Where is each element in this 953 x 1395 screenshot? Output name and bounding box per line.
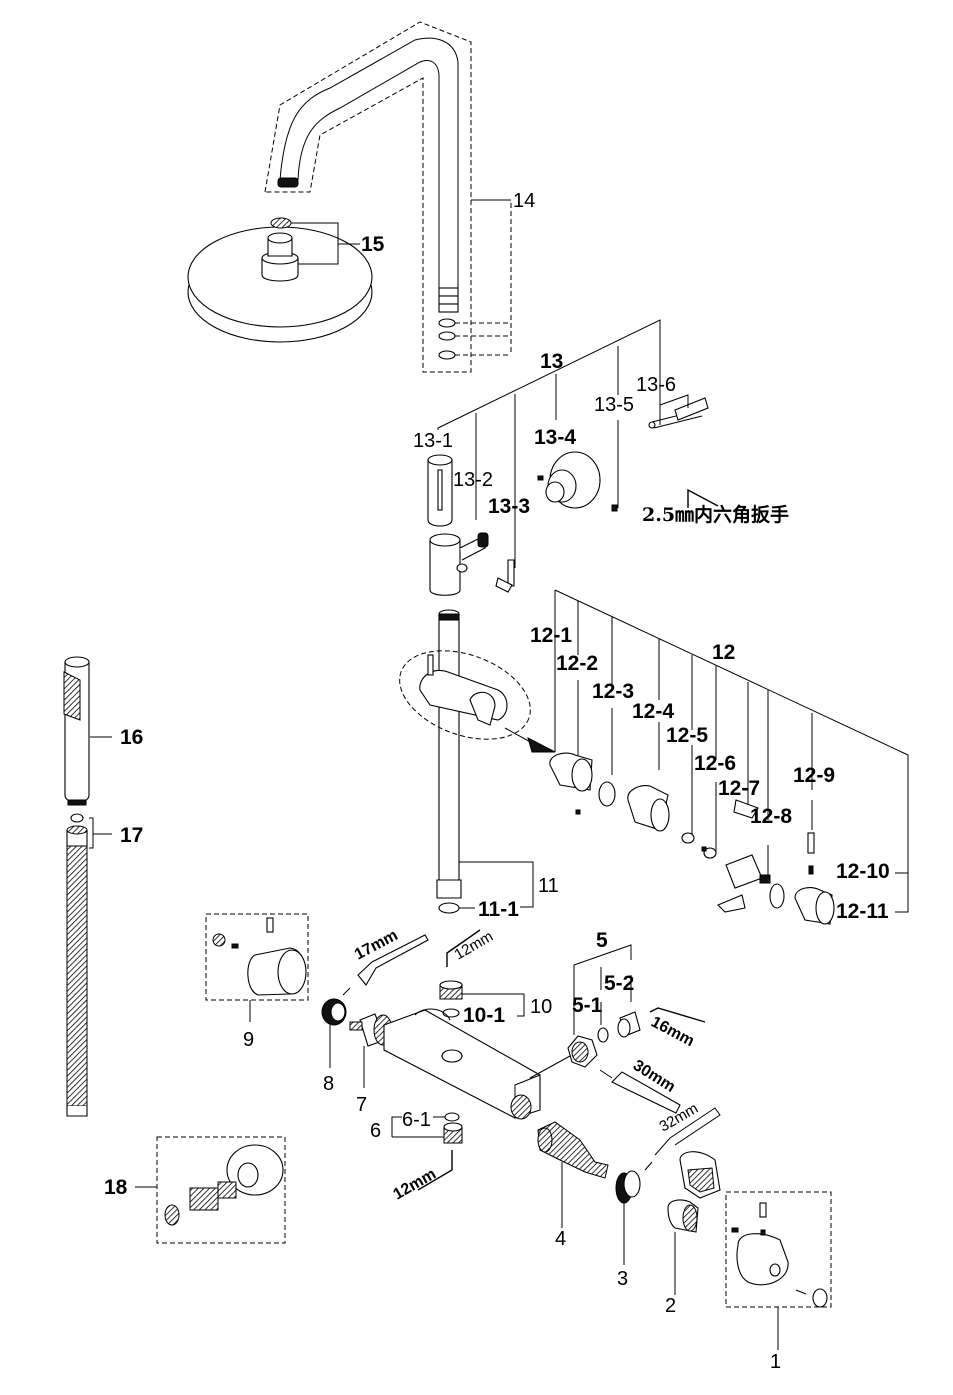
label-11-1: 11-1 (478, 898, 519, 921)
label-12-11: 12-11 (836, 900, 889, 923)
part-4-thermostatic-cartridge (537, 1121, 609, 1228)
valve-body (383, 1008, 571, 1120)
label-13-2: 13-2 (453, 469, 493, 491)
label-13-1: 13-1 (413, 430, 453, 452)
label-12-3: 12-3 (592, 680, 634, 703)
label-12-7: 12-7 (718, 777, 760, 800)
label-11: 11 (538, 875, 559, 897)
label-10-1: 10-1 (463, 1004, 505, 1027)
label-13-4: 13-4 (534, 426, 576, 449)
part-3-retaining-nut (615, 1161, 653, 1265)
label-13: 13 (540, 350, 563, 373)
part-1-temperature-handle-set (725, 1191, 832, 1350)
part-13-wall-bracket-set (427, 319, 719, 596)
label-12-2: 12-2 (556, 652, 598, 675)
tool-12mm-hex-bottom: 12mm (391, 1166, 440, 1204)
label-10: 10 (530, 996, 552, 1018)
label-2: 2 (665, 1295, 676, 1317)
label-17: 17 (120, 824, 143, 847)
part-15-overhead-shower (187, 217, 373, 343)
label-12-10: 12-10 (836, 860, 890, 883)
label-12-5: 12-5 (666, 724, 708, 747)
part-8-retaining-nut (321, 998, 347, 1068)
label-6-1: 6-1 (402, 1109, 431, 1131)
label-16: 16 (120, 726, 143, 749)
part-18-wall-connector (135, 1136, 286, 1244)
part-14-shower-arm (264, 21, 512, 373)
label-12-1: 12-1 (530, 624, 572, 647)
label-12-6: 12-6 (694, 752, 736, 775)
label-3: 3 (617, 1268, 628, 1290)
label-5: 5 (596, 929, 608, 952)
part-16-hand-shower (63, 656, 112, 806)
part-5-eccentric-connector (567, 944, 721, 1156)
label-8: 8 (323, 1073, 334, 1095)
part-9-flow-handle-set (205, 913, 309, 1022)
part-17-hose (66, 813, 112, 1117)
tool-12mm-hex-top: 12mm (452, 928, 497, 964)
part-2-adapter-sleeve (667, 1151, 721, 1295)
label-7: 7 (356, 1094, 367, 1116)
label-12-8: 12-8 (750, 805, 792, 828)
part-7-flow-cartridge (342, 934, 429, 1088)
part-10-outlet-fitting (439, 929, 525, 1018)
label-4: 4 (555, 1228, 566, 1250)
label-15: 15 (361, 233, 385, 256)
label-9: 9 (243, 1029, 254, 1051)
part-6-plug-set (391, 1112, 463, 1191)
part-12-holder-set (549, 589, 909, 925)
part-11-riser-pipe (399, 609, 556, 914)
tool-16mm-hex: 16mm (648, 1014, 697, 1051)
label-13-3: 13-3 (488, 495, 530, 518)
label-12-9: 12-9 (793, 764, 835, 787)
label-13-5: 13-5 (594, 394, 634, 416)
hex-key-2-5mm-note: 2.5㎜内六角扳手 (642, 503, 789, 526)
label-5-2: 5-2 (604, 972, 634, 995)
label-5-1: 5-1 (572, 994, 603, 1017)
label-12: 12 (712, 641, 735, 664)
label-1: 1 (770, 1351, 781, 1373)
label-6: 6 (370, 1120, 381, 1142)
label-13-6: 13-6 (636, 374, 676, 396)
label-18: 18 (104, 1176, 128, 1199)
label-14: 14 (513, 190, 535, 212)
label-12-4: 12-4 (632, 700, 674, 723)
